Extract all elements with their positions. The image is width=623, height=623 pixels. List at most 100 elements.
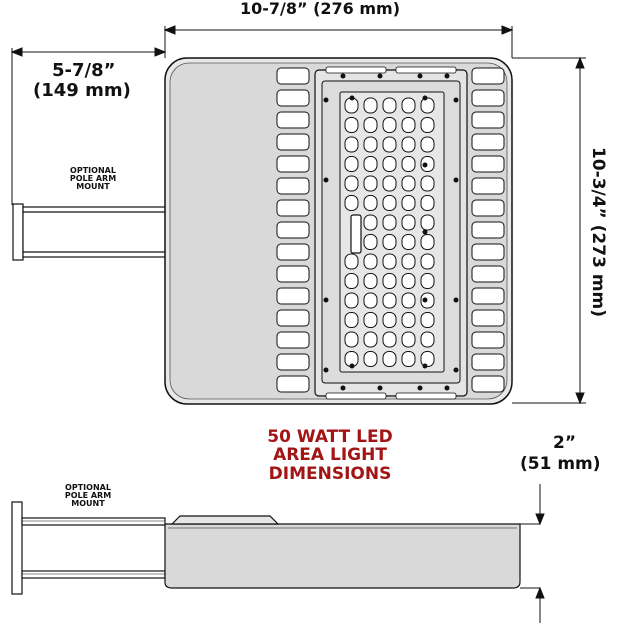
led-lens (382, 312, 397, 328)
heat-sink-fin (471, 265, 505, 283)
screw (453, 97, 459, 103)
screw (323, 367, 329, 373)
caption-line: POLE ARM (64, 491, 112, 500)
screw (453, 177, 459, 183)
heat-sink-fin (276, 353, 310, 371)
led-lens (344, 156, 359, 172)
screw (444, 385, 450, 391)
heat-sink-fin (471, 111, 505, 129)
led-lens (401, 351, 416, 367)
led-lens (401, 234, 416, 250)
heat-sink-fin (276, 67, 310, 85)
led-lens (382, 214, 397, 231)
caption-line: POLE ARM (69, 174, 117, 183)
arm-length-dimension-line (10, 47, 167, 205)
screw (453, 297, 459, 303)
led-lens (382, 253, 397, 270)
caption-line: OPTIONAL (65, 483, 111, 492)
heat-sink-fin (276, 221, 310, 239)
fixture-side-view (11, 501, 540, 595)
led-lens (344, 273, 359, 289)
led-lens (420, 253, 435, 270)
led-lens (363, 214, 378, 231)
led-lens (344, 292, 359, 309)
heat-sink-fin (471, 155, 505, 173)
led-lens (401, 253, 416, 270)
screw (377, 73, 383, 79)
led-lens (401, 214, 416, 231)
screw (323, 97, 329, 103)
heat-sink-fin (276, 309, 310, 327)
screw (340, 385, 346, 391)
led-lens (344, 136, 359, 153)
heat-sink-fin (276, 287, 310, 305)
mounting-screws (323, 73, 459, 391)
screw (323, 177, 329, 183)
led-lens (363, 331, 378, 348)
heat-sink-fin (276, 243, 310, 261)
heat-sink-fin (276, 177, 310, 195)
led-lens (382, 97, 397, 114)
led-lens (363, 234, 378, 250)
screw (422, 363, 428, 369)
screw (453, 367, 459, 373)
heat-sink-fin (276, 331, 310, 349)
led-lens (382, 195, 397, 211)
led-lens (382, 292, 397, 309)
led-lens (344, 331, 359, 348)
led-lens (363, 97, 378, 114)
title-line: 50 WATT LED (267, 427, 393, 447)
led-lens (363, 312, 378, 328)
width-dimension-label: 10-7/8” (276 mm) (240, 0, 401, 18)
led-lens (401, 136, 416, 153)
led-lens (420, 156, 435, 172)
led-lens (382, 175, 397, 192)
depth-label-line2: (51 mm) (520, 454, 601, 474)
fixture-top-view (164, 57, 513, 405)
heat-sink-fins (276, 67, 505, 393)
led-lens (382, 136, 397, 153)
screw (422, 162, 428, 168)
screw (422, 95, 428, 101)
heat-sink-fin (471, 375, 505, 393)
screw (417, 385, 423, 391)
led-lens (363, 273, 378, 289)
heat-sink-fin (471, 199, 505, 217)
heat-sink-fin (276, 133, 310, 151)
led-lens (344, 175, 359, 192)
arm-length-label-line1: 5-7/8” (52, 60, 116, 81)
led-lens (401, 292, 416, 309)
heat-sink-fin (471, 221, 505, 239)
led-lens (401, 273, 416, 289)
pole-arm-top-view (12, 203, 167, 261)
heat-sink-fin (471, 287, 505, 305)
heat-sink-fin (471, 309, 505, 327)
heat-sink-fin (471, 89, 505, 107)
led-lens (344, 253, 359, 270)
led-lens (382, 273, 397, 289)
led-lens (382, 156, 397, 172)
heat-sink-fin (471, 353, 505, 371)
screw (444, 73, 450, 79)
width-dimension-line (163, 25, 514, 58)
screw (422, 297, 428, 303)
screw (422, 229, 428, 235)
led-lens (363, 292, 378, 309)
arm-length-label-line2: (149 mm) (33, 80, 131, 101)
heat-sink-fin (276, 111, 310, 129)
depth-dimension-line (535, 484, 545, 623)
led-lens (420, 312, 435, 328)
screw (417, 73, 423, 79)
heat-sink-fin (471, 133, 505, 151)
led-lens (363, 253, 378, 270)
heat-sink-fin (276, 89, 310, 107)
led-lens (344, 312, 359, 328)
led-lens (382, 117, 397, 133)
heat-sink-fin (471, 331, 505, 349)
led-lens (401, 97, 416, 114)
screw (349, 363, 355, 369)
caption-line: OPTIONAL (70, 166, 116, 175)
heat-sink-fin (471, 243, 505, 261)
title-line: DIMENSIONS (268, 463, 392, 484)
